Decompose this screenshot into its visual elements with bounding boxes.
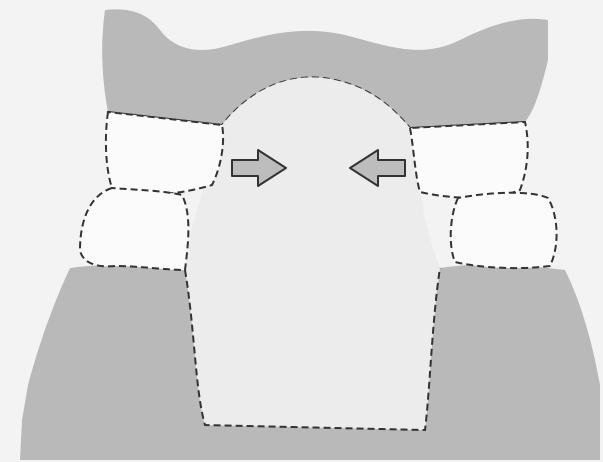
lower-right-tooth xyxy=(451,193,557,268)
lower-left-tooth xyxy=(80,188,188,270)
upper-right-tooth xyxy=(410,122,528,198)
upper-left-tooth xyxy=(106,112,223,194)
